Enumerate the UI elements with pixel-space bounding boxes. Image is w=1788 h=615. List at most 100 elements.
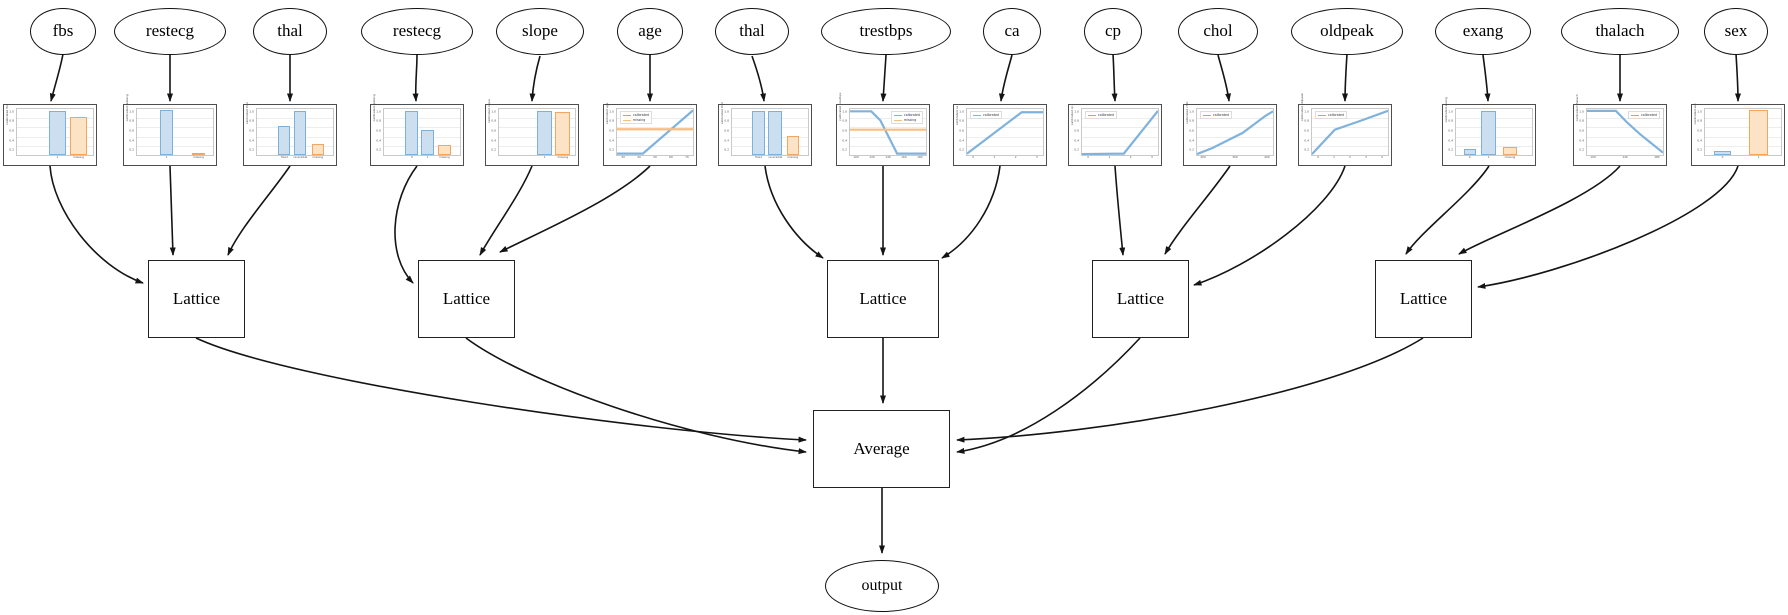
ytick-label: 0.6 <box>9 128 14 133</box>
ytick-label: 0.6 <box>959 128 964 133</box>
lattice-label: Lattice <box>172 289 221 308</box>
feature-label: exang <box>1462 21 1504 40</box>
gridline <box>1197 118 1273 120</box>
xtick-label: missing <box>73 155 84 159</box>
blue-line-swatch <box>1088 114 1096 116</box>
edge-arrow <box>499 165 651 253</box>
ytick-label: 0.4 <box>249 138 254 143</box>
lattice-node-3: Lattice <box>1092 260 1189 338</box>
feature-node-fbs: fbs <box>30 7 96 55</box>
feature-label: thal <box>277 21 303 40</box>
edge-arrow <box>1477 165 1739 289</box>
blue-bar <box>294 111 307 155</box>
edge-arrow <box>529 55 541 102</box>
ytick-label: 0.8 <box>1448 118 1453 123</box>
ytick-label: 0.6 <box>249 128 254 133</box>
ytick-label: 0.4 <box>1189 138 1194 143</box>
calibration-lines <box>967 109 1043 155</box>
ytick-label: 0.8 <box>724 118 729 123</box>
xtick-label: 1 <box>1108 155 1111 159</box>
gridline <box>384 127 460 129</box>
xtick-label: 1 <box>1757 155 1760 159</box>
ytick-label: 0.4 <box>1074 138 1079 143</box>
xtick-label: 100 <box>853 155 859 159</box>
edge-arrow <box>1458 165 1621 255</box>
ytick-label: 0.4 <box>9 138 14 143</box>
xtick-label: 2 <box>1014 155 1017 159</box>
chart-legend: calibrated <box>1085 111 1117 119</box>
feature-label: trestbps <box>859 21 913 40</box>
ytick-label: 0.4 <box>129 138 134 143</box>
xtick-label: 0 <box>972 155 974 159</box>
lattice-node-1: Lattice <box>418 260 515 338</box>
xtick-label: 1 <box>1487 155 1490 159</box>
blue-line-swatch <box>623 114 631 116</box>
ytick-label: 0.4 <box>724 138 729 143</box>
xtick-label: 40 <box>637 155 641 159</box>
edge-arrow <box>956 337 1141 454</box>
feature-node-thalach: thalach <box>1561 7 1679 55</box>
blue-line-swatch <box>1203 114 1211 116</box>
edge-arrow <box>1217 54 1232 102</box>
blue-bar <box>421 129 435 155</box>
legend-label: calibrated <box>1213 113 1229 117</box>
edge-arrow <box>956 337 1424 443</box>
gridline <box>1312 136 1388 138</box>
xtick-label: 180 <box>1654 155 1660 159</box>
ytick-label: 0.6 <box>842 128 847 133</box>
edge-arrow <box>195 337 807 443</box>
orange-bar <box>1503 146 1517 155</box>
xtick-label: 140 <box>885 155 891 159</box>
legend-label: calibrated <box>904 113 920 117</box>
ytick-label: 1.0 <box>842 109 847 114</box>
edge-arrow <box>227 165 291 256</box>
ytick-label: 0.6 <box>1579 128 1584 133</box>
xtick-label: 0 <box>1087 155 1089 159</box>
xtick-label: 3 <box>1365 155 1367 159</box>
calibrated-line <box>1082 111 1158 154</box>
ytick-label: 1.0 <box>1697 109 1702 114</box>
ytick-label: 0.2 <box>1448 147 1453 152</box>
gridline <box>1705 136 1781 138</box>
feature-node-sex: sex <box>1704 7 1768 55</box>
xtick-label: 160 <box>901 155 907 159</box>
feature-label: slope <box>522 21 558 40</box>
edge-arrow <box>49 165 144 284</box>
legend-entry: calibrated <box>973 113 999 117</box>
xtick-label: missing <box>193 155 204 159</box>
ytick-label: 0.8 <box>9 118 14 123</box>
gridline <box>617 145 693 147</box>
blue-bar <box>48 111 66 155</box>
ytick-label: 0.2 <box>959 147 964 152</box>
edge-arrow <box>1342 53 1349 102</box>
edge-arrow <box>751 55 767 102</box>
edge-arrow <box>479 165 533 256</box>
ytick-label: 0.4 <box>491 138 496 143</box>
blue-line-swatch <box>973 114 981 116</box>
ytick-label: 0.6 <box>1074 128 1079 133</box>
gridline <box>1197 145 1273 147</box>
blue-bar <box>768 111 783 155</box>
ytick-label: 0.2 <box>724 147 729 152</box>
ytick-label: 0.6 <box>1304 128 1309 133</box>
gridline <box>850 118 926 120</box>
orange-bar <box>191 152 206 155</box>
legend-label: calibrated <box>1098 113 1114 117</box>
xtick-label: fixed <box>755 155 763 159</box>
xtick-label: missing <box>787 155 799 159</box>
feature-label: restecg <box>392 21 442 40</box>
legend-label: calibrated <box>983 113 999 117</box>
ytick-label: 0.2 <box>491 147 496 152</box>
ytick-label: 1.0 <box>1304 109 1309 114</box>
ytick-label: 1.0 <box>1579 109 1584 114</box>
feature-label: sex <box>1724 21 1748 40</box>
